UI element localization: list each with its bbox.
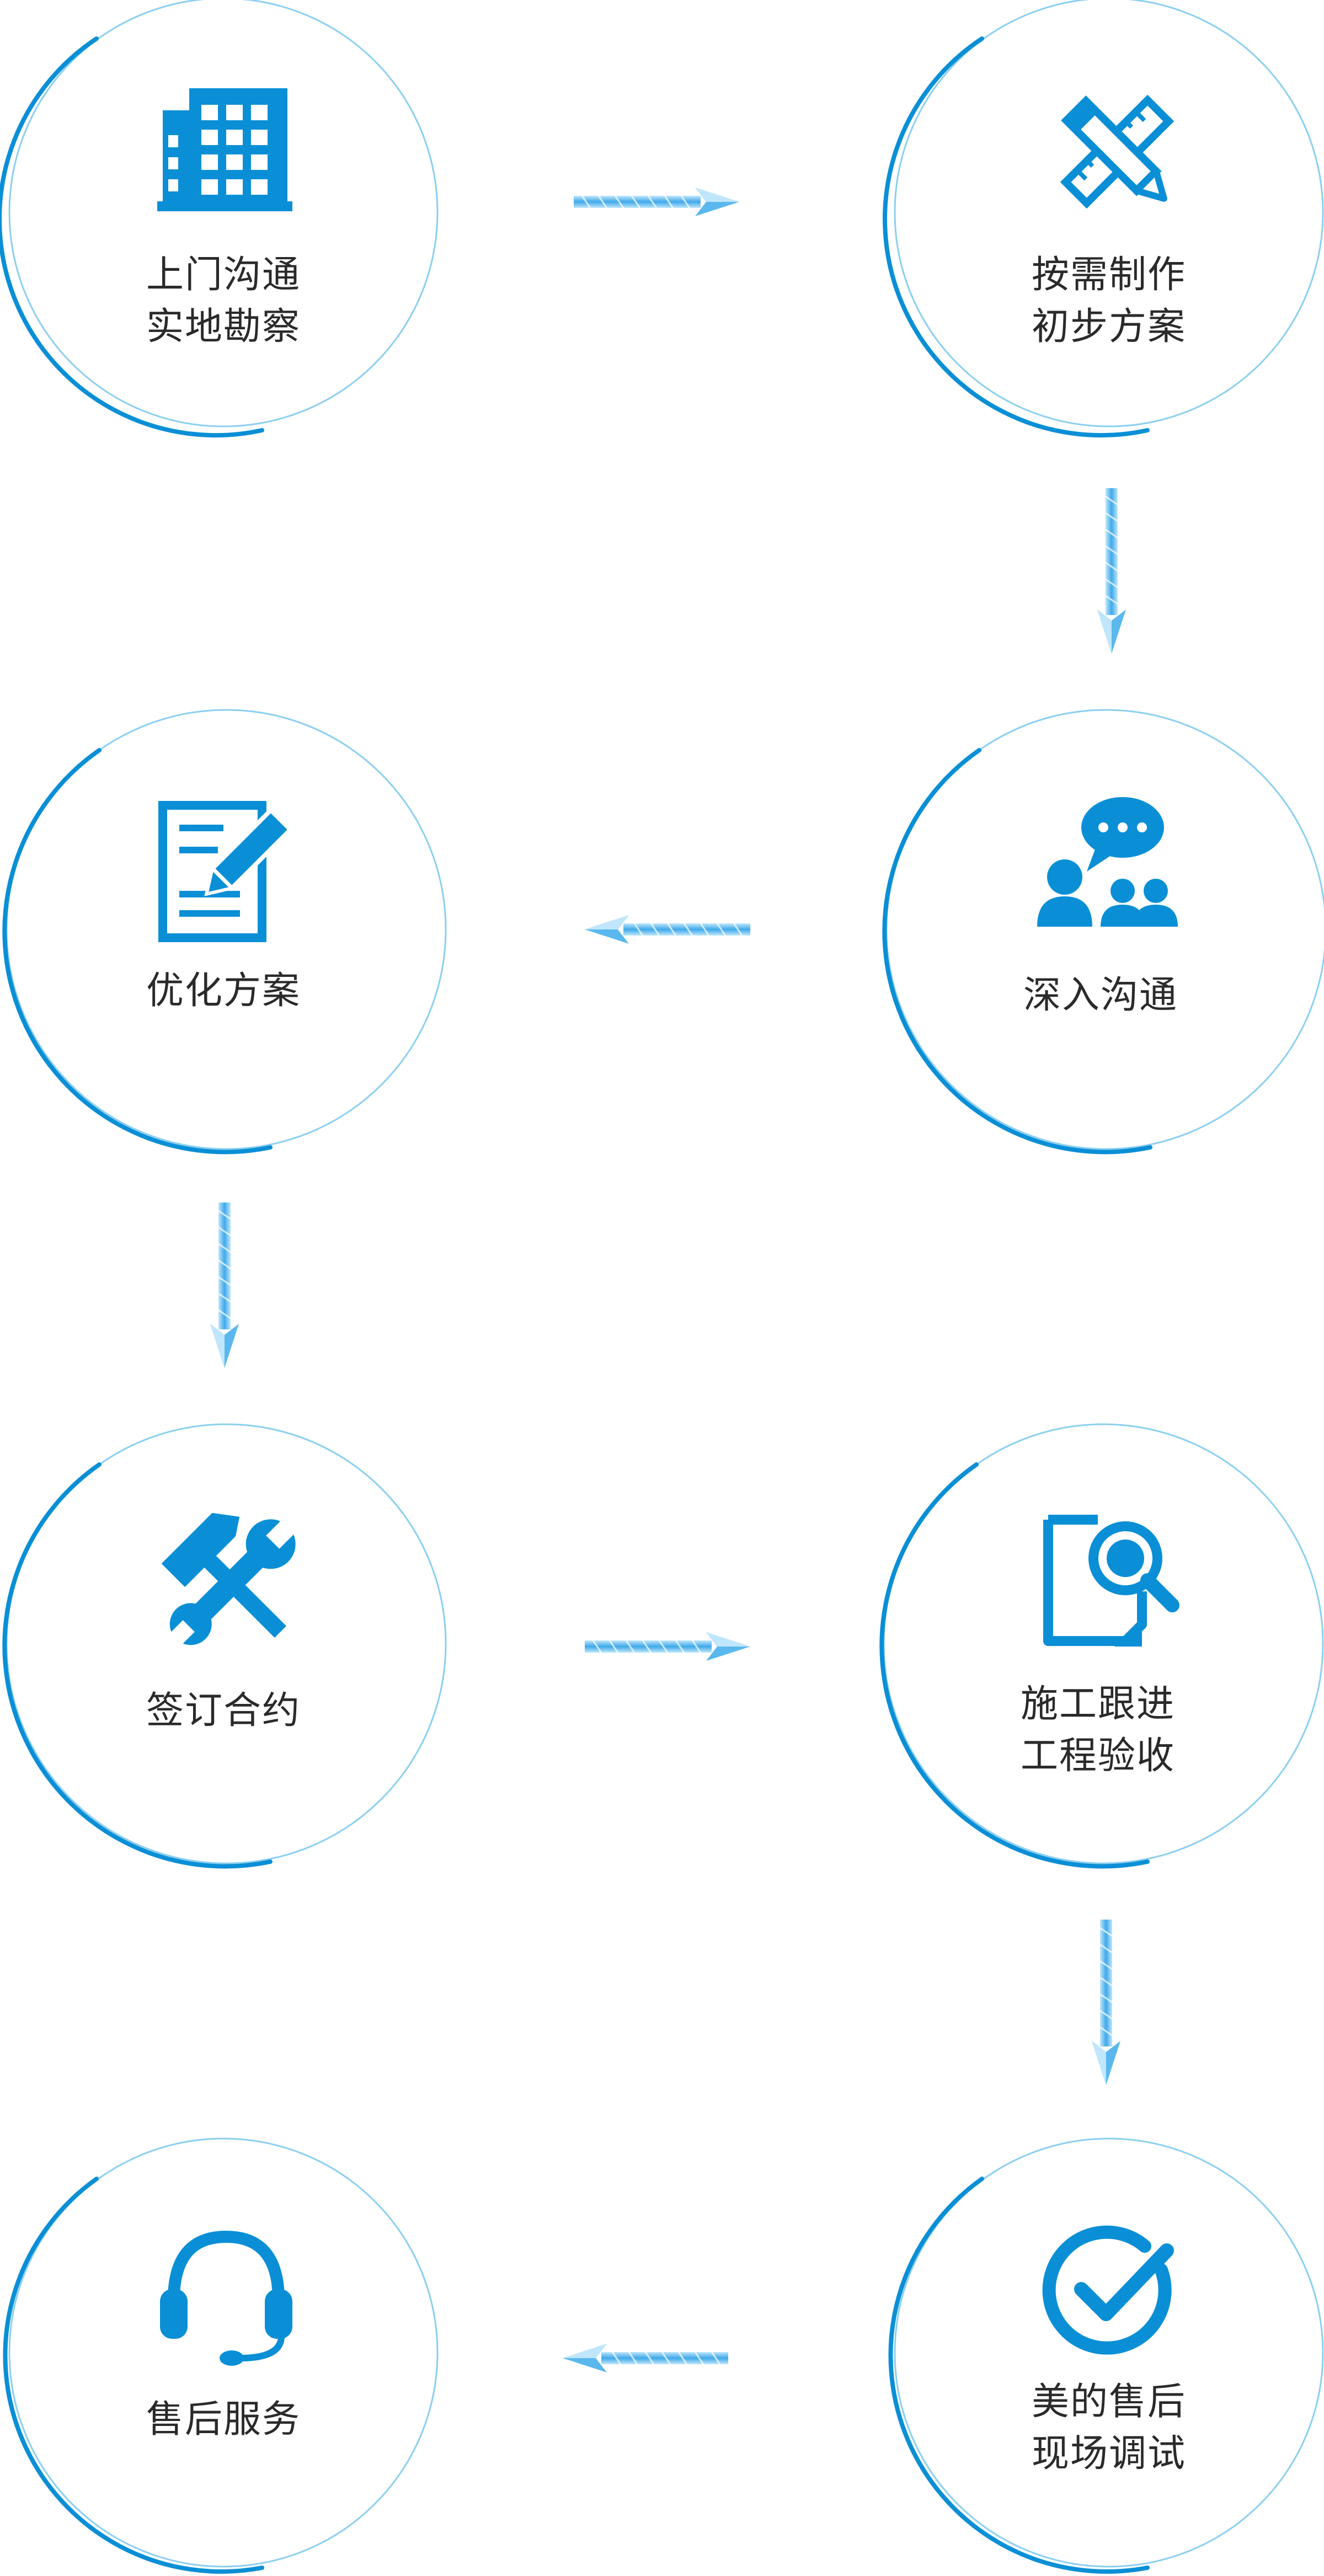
- arrow-down: [1097, 488, 1126, 654]
- step-label: 美的售后 现场调试: [888, 2376, 1324, 2480]
- step-1: 上门沟通 实地勘察: [0, 0, 444, 441]
- step-label-line: 现场调试: [1031, 2432, 1186, 2476]
- step-label: 按需制作 初步方案: [888, 249, 1324, 353]
- step-ring: [883, 0, 1324, 438]
- step-label: 深入沟通: [880, 970, 1321, 1022]
- step-label-line: 美的售后: [1031, 2380, 1186, 2424]
- building-icon: [152, 77, 301, 226]
- step-4: 深入沟通: [880, 709, 1324, 1155]
- step-ring: [882, 709, 1324, 1155]
- step-label: 上门沟通 实地勘察: [3, 249, 444, 353]
- arrow-left: [563, 2344, 728, 2372]
- arrow-down: [210, 1203, 239, 1368]
- step-label: 签订合约: [3, 1685, 444, 1737]
- step-ring: [879, 1423, 1324, 1869]
- document-search-icon: [1032, 1509, 1181, 1658]
- step-label-line: 优化方案: [146, 969, 301, 1013]
- step-6: 施工跟进 工程验收: [877, 1423, 1324, 1869]
- step-label-line: 上门沟通: [146, 253, 301, 297]
- step-label-line: 售后服务: [146, 2398, 301, 2441]
- step-2: 按需制作 初步方案: [883, 0, 1324, 441]
- check-circle-icon: [1037, 2217, 1186, 2366]
- arrow-left: [585, 915, 750, 944]
- step-3: 优化方案: [2, 709, 447, 1155]
- step-label: 优化方案: [3, 965, 444, 1017]
- ruler-pencil-icon: [1043, 77, 1192, 226]
- step-label: 施工跟进 工程验收: [877, 1679, 1318, 1782]
- step-ring: [0, 0, 439, 438]
- headset-icon: [152, 2217, 301, 2366]
- tools-icon: [157, 1509, 306, 1658]
- step-label-line: 按需制作: [1031, 253, 1186, 297]
- step-ring: [888, 2137, 1324, 2574]
- step-label-line: 施工跟进: [1020, 1682, 1175, 1726]
- arrow-down: [1092, 1920, 1120, 2085]
- team-chat-icon: [1034, 794, 1183, 943]
- step-label-line: 深入沟通: [1023, 974, 1178, 1017]
- step-label: 售后服务: [3, 2394, 444, 2446]
- step-ring: [3, 2137, 439, 2574]
- step-label-line: 工程验收: [1020, 1734, 1175, 1778]
- step-7: 售后服务: [3, 2135, 444, 2576]
- step-8: 美的售后 现场调试: [888, 2135, 1324, 2576]
- step-ring: [2, 1423, 447, 1869]
- step-label-line: 初步方案: [1031, 305, 1186, 349]
- step-label-line: 签订合约: [146, 1689, 301, 1733]
- step-label-line: 实地勘察: [146, 305, 301, 349]
- step-5: 签订合约: [2, 1423, 447, 1869]
- document-edit-icon: [152, 794, 301, 943]
- arrow-right: [574, 188, 739, 216]
- step-ring: [2, 709, 447, 1155]
- arrow-right: [585, 1632, 750, 1661]
